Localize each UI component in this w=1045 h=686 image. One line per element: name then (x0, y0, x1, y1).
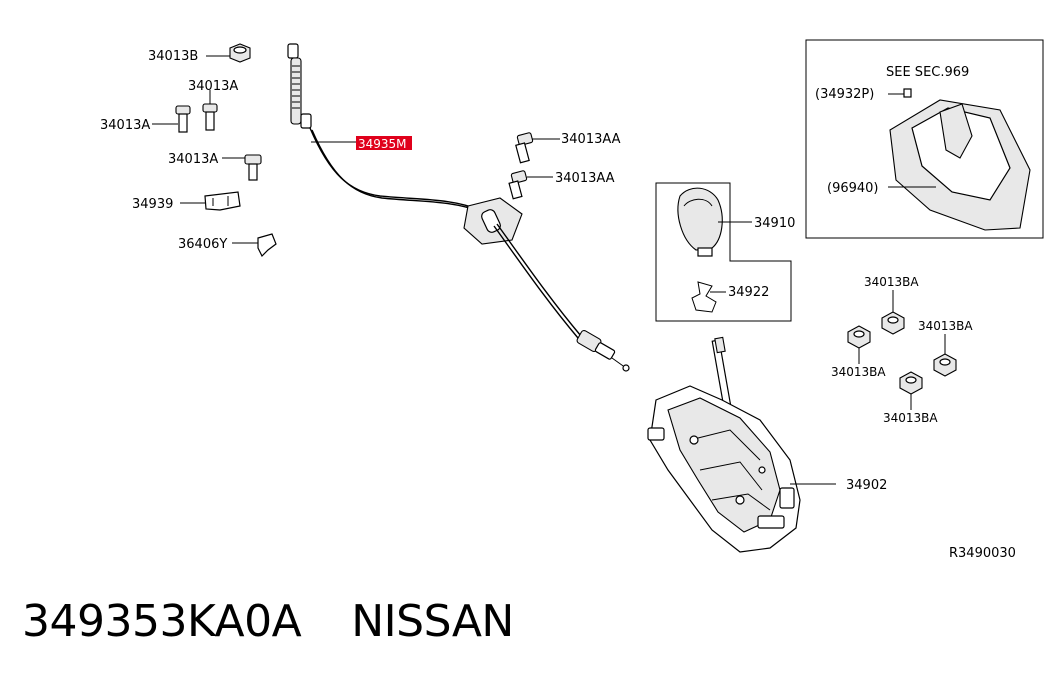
label-34013a-mid: 34013A (168, 152, 218, 167)
bolt-34013aa-2-icon (508, 170, 528, 200)
label-34935m[interactable]: 34935M (358, 137, 407, 151)
label-34013ba-2: 34013BA (831, 365, 886, 379)
bolt-34013aa-1-icon (515, 132, 534, 164)
label-34013b: 34013B (148, 49, 198, 64)
part-number: 349353KA0A (22, 596, 302, 647)
see-sec-box (805, 39, 1044, 239)
label-34013ba-3: 34013BA (918, 319, 973, 333)
nut-34013b-icon (229, 43, 251, 63)
clip-36406y-icon (257, 233, 277, 258)
bolt-34013a-mid-icon (244, 154, 262, 181)
label-96940: (96940) (827, 181, 879, 196)
label-34902: 34902 (846, 478, 887, 493)
clip-34939-icon (204, 191, 241, 211)
label-34922: 34922 (728, 285, 769, 300)
clip-34922-icon (691, 281, 717, 313)
highlight-box-34935m (356, 136, 412, 150)
console-finisher-icon (889, 99, 1031, 231)
shifter-assembly-icon (647, 336, 801, 553)
label-34013aa-2: 34013AA (555, 171, 615, 186)
footer: 349353KA0A NISSAN (22, 596, 514, 660)
label-34013ba-1: 34013BA (864, 275, 919, 289)
nut-34013ba-4-icon (899, 371, 923, 395)
label-34013ba-4: 34013BA (883, 411, 938, 425)
label-34932p: (34932P) (815, 87, 874, 102)
shift-cable-icon (287, 43, 630, 372)
bolt-34013a-left-icon (175, 105, 191, 133)
label-34013a-left: 34013A (100, 118, 150, 133)
knob-box (655, 182, 792, 322)
label-34939: 34939 (132, 197, 173, 212)
label-36406y: 36406Y (178, 237, 227, 252)
label-34013aa-1: 34013AA (561, 132, 621, 147)
brand-name: NISSAN (351, 596, 514, 647)
reference-code: R3490030 (949, 546, 1016, 561)
nut-34013ba-1-icon (881, 311, 905, 335)
shift-knob-icon (677, 187, 723, 257)
nut-34013ba-3-icon (933, 353, 957, 377)
label-34910: 34910 (754, 216, 795, 231)
nut-34013ba-2-icon (847, 325, 871, 349)
label-see-sec: SEE SEC.969 (886, 65, 969, 80)
bolt-34013a-icon (202, 103, 218, 131)
label-34013a-top: 34013A (188, 79, 238, 94)
